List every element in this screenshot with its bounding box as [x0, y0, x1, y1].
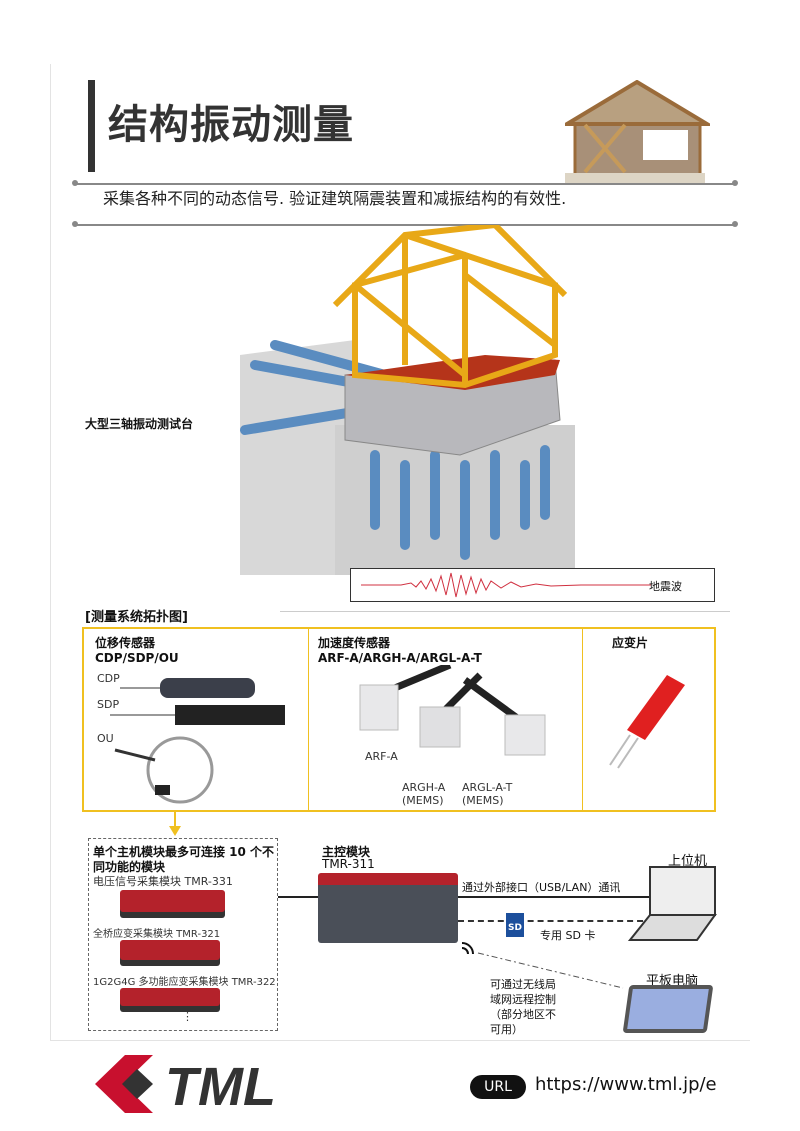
- cdp-label: CDP: [97, 672, 120, 685]
- wireless-link: [461, 942, 624, 989]
- shake-table-label: 大型三轴振动测试台: [85, 417, 194, 431]
- sdp-label: SDP: [97, 698, 120, 711]
- url-badge: URL: [470, 1075, 526, 1099]
- divider: [75, 183, 735, 185]
- acceleration-models: ARF-A/ARGH-A/ARGL-A-T: [318, 651, 482, 665]
- seismic-wave-box: 地震波: [350, 568, 715, 602]
- divider-dot: [72, 221, 78, 227]
- usb-lan-line: [458, 896, 653, 898]
- sensor-panel: [82, 627, 716, 812]
- topology-title: [测量系统拓扑图]: [85, 610, 188, 625]
- module-tmr-321-label: 全桥应变采集模块 TMR-321: [93, 929, 221, 940]
- sd-card-icon: SD: [506, 913, 524, 937]
- footer-divider: [50, 1040, 750, 1041]
- modules-note-line2: 同功能的模块: [93, 860, 166, 874]
- wireless-note-line: （部分地区不: [490, 1008, 556, 1021]
- subtitle: 采集各种不同的动态信号. 验证建筑隔震装置和减振结构的有效性.: [103, 189, 567, 208]
- wireless-note: 可通过无线局 域网远程控制 （部分地区不 可用）: [490, 977, 556, 1037]
- sd-dashed-line: [458, 920, 653, 922]
- displacement-models: CDP/SDP/OU: [95, 651, 179, 665]
- shake-table-illustration: [240, 225, 575, 575]
- comm-label: 通过外部接口（USB/LAN）通讯: [462, 881, 621, 894]
- main-module-image: [318, 873, 458, 943]
- page-margin-line: [50, 64, 51, 1040]
- wireless-note-line: 可通过无线局: [490, 978, 556, 991]
- pc-label: 上位机: [668, 854, 708, 869]
- divider: [75, 224, 735, 226]
- page-title: 结构振动测量: [108, 102, 354, 148]
- acceleration-heading: 加速度传感器: [318, 636, 391, 650]
- tml-logo: TML: [95, 1055, 276, 1113]
- seismic-wave-icon: [361, 572, 651, 598]
- divider: [280, 611, 730, 612]
- svg-text:TML: TML: [165, 1057, 276, 1113]
- argl-a-t-mems: (MEMS): [462, 794, 504, 807]
- argh-a-mems: (MEMS): [402, 794, 444, 807]
- strain-gauge-image: [609, 675, 685, 769]
- seismic-wave-label: 地震波: [649, 580, 682, 593]
- expansion-modules-box: [88, 838, 278, 1031]
- strain-gauge-heading: 应变片: [612, 636, 649, 650]
- divider: [308, 629, 309, 810]
- divider-dot: [72, 180, 78, 186]
- title-accent-bar: [88, 80, 95, 172]
- more-modules-ellipsis: ⋮: [182, 1010, 193, 1023]
- ou-label: OU: [97, 732, 114, 745]
- main-module-model: TMR-311: [322, 857, 375, 871]
- sd-label: 专用 SD 卡: [540, 929, 596, 942]
- wooden-house-icon: [565, 80, 710, 183]
- website-link[interactable]: https://www.tml.jp/e: [535, 1074, 717, 1095]
- module-tmr-322-label: 1G2G4G 多功能应变采集模块 TMR-322: [93, 977, 276, 988]
- main-module-name: 主控模块: [322, 845, 371, 859]
- module-tmr-331-image: [120, 890, 225, 912]
- tablet-icon: [622, 985, 714, 1033]
- wireless-note-line: 可用）: [490, 1023, 523, 1036]
- argl-a-t-label: ARGL-A-T: [462, 781, 513, 794]
- divider-dot: [732, 221, 738, 227]
- connection-line: [278, 896, 318, 898]
- arf-a-label: ARF-A: [365, 750, 398, 763]
- module-tmr-331-label: 电压信号采集模块 TMR-331: [93, 875, 233, 888]
- divider-dot: [732, 180, 738, 186]
- arrow-down-icon: [169, 812, 181, 836]
- divider: [582, 629, 583, 810]
- accelerometers-image: [359, 665, 546, 756]
- displacement-sensors-image: [110, 678, 285, 804]
- laptop-icon: [627, 866, 717, 941]
- displacement-heading: 位移传感器: [95, 636, 156, 650]
- wifi-icon: [461, 942, 474, 955]
- wireless-note-line: 域网远程控制: [490, 993, 556, 1006]
- module-tmr-322-image: [120, 988, 220, 1006]
- argh-a-label: ARGH-A: [402, 781, 446, 794]
- modules-note-line1: 单个主机模块最多可连接 10 个不: [93, 845, 275, 859]
- module-tmr-321-image: [120, 940, 220, 960]
